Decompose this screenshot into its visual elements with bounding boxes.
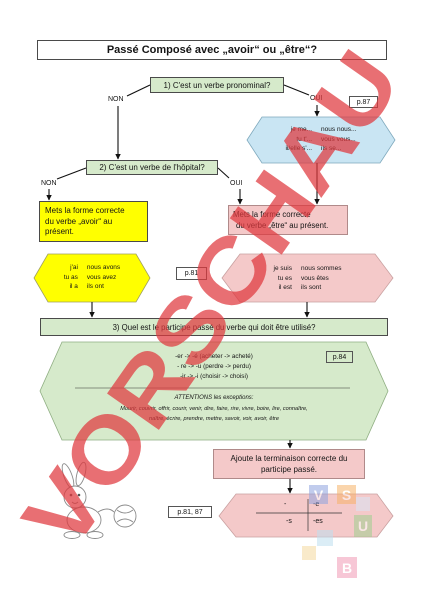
- connector-q1-no: [126, 84, 151, 97]
- conjugation-cell: nous avons: [86, 264, 121, 271]
- conjugation-cell: il est: [278, 284, 292, 291]
- instruction-line: participe passé.: [260, 465, 318, 474]
- pronoun-cell: tu t'...: [296, 135, 313, 143]
- participle-rules-hexagon: [39, 341, 389, 441]
- publisher-logo: V S U B: [298, 483, 374, 581]
- question-participle-box: 3) Quel est le participe passé du verbe …: [40, 318, 388, 336]
- instruction-line: présent.: [45, 227, 74, 236]
- connector-q1-yes: [283, 84, 310, 96]
- rabbit-illustration: [61, 461, 137, 539]
- instruction-line: du verbe „avoir“ au: [45, 216, 113, 226]
- worksheet-title: Passé Composé avec „avoir“ ou „être“?: [37, 40, 387, 60]
- conjugation-cell: tu as: [63, 273, 78, 281]
- logo-letter: B: [337, 557, 357, 578]
- question-hopital-box: 2) C'est un verbe de l'hôpital?: [86, 160, 218, 175]
- conjugation-cell: ils sont: [300, 284, 322, 291]
- avoir-forms-hexagon: [33, 253, 151, 303]
- participle-rules-list: -er -> -é (acheter -> acheté) - re -> -u…: [62, 352, 366, 382]
- etre-instruction-box: Mets la forme correcte du verbe „être“ a…: [228, 205, 348, 235]
- etre-conjugation-table: je suis nous sommes tu es vous êtes il e…: [222, 264, 393, 293]
- ending-masc-plur: -s: [286, 518, 292, 525]
- logo-letter: U: [354, 515, 372, 537]
- page-ref-p81-87: p.81, 87: [168, 506, 212, 518]
- agreement-instruction-box: Ajoute la terminaison correcte du partic…: [213, 449, 365, 479]
- logo-tile: [356, 497, 370, 511]
- conjugation-cell: vous êtes: [300, 274, 329, 282]
- question-pronominal-box: 1) C'est un verbe pronominal?: [150, 77, 284, 93]
- exceptions-line: naître, écrire, prendre, mettre, savoir,…: [149, 416, 279, 422]
- logo-tile: [317, 530, 333, 546]
- avoir-instruction-box: Mets la forme correcte du verbe „avoir“ …: [39, 201, 148, 242]
- page-ref-p81: p.81: [176, 267, 207, 280]
- instruction-line: Ajoute la terminaison correcte du: [230, 454, 348, 463]
- pronoun-cell: nous nous...: [321, 126, 357, 133]
- connector-q2-no: [56, 167, 87, 180]
- ending-masc-sing: -: [284, 501, 287, 508]
- conjugation-cell: j'ai: [70, 264, 78, 271]
- conjugation-cell: nous sommes: [300, 265, 342, 272]
- instruction-line: du verbe „être“ au présent.: [236, 221, 329, 230]
- connector-q2-yes: [217, 167, 230, 179]
- conjugation-cell: il a: [69, 283, 78, 290]
- conjugation-cell: je suis: [273, 265, 292, 272]
- pronoun-cell: je me...: [290, 126, 313, 133]
- participle-rule: -ir -> -i (choisir -> choisi): [180, 373, 248, 380]
- reflexive-pronouns-table: je me... nous nous... tu t'... vous vous…: [247, 125, 395, 154]
- conjugation-cell: tu es: [277, 274, 292, 282]
- page-ref-p87: p.87: [349, 96, 378, 108]
- etre-forms-hexagon: [221, 253, 394, 303]
- q2-no-label: NON: [41, 180, 57, 187]
- participle-rule: -er -> -é (acheter -> acheté): [175, 353, 253, 360]
- logo-tile: [302, 546, 316, 560]
- conjugation-cell: vous avez: [86, 273, 117, 281]
- ending-fem-sing: -e: [313, 501, 320, 508]
- logo-letter: V: [309, 485, 328, 504]
- page-ref-p84: p.84: [326, 351, 353, 363]
- reflexive-pronouns-hexagon: [246, 116, 396, 164]
- pronoun-cell: vous vous...: [321, 135, 356, 143]
- instruction-line: Mets la forme correcte: [45, 206, 125, 215]
- exceptions-line: Mourir, couvrir, offrir, courir, venir, …: [120, 406, 308, 412]
- pronoun-cell: il/elle s'...: [285, 145, 313, 152]
- pronoun-cell: ils se...: [321, 145, 342, 152]
- participle-rule: - re -> -u (perdre -> perdu): [177, 363, 251, 370]
- logo-letter: S: [337, 485, 356, 504]
- avoir-conjugation-table: j'ai nous avons tu as vous avez il a ils…: [34, 263, 150, 292]
- q1-no-label: NON: [108, 96, 124, 103]
- exceptions-heading: ATTENTIONS les exceptions:: [174, 395, 254, 401]
- q1-yes-label: OUI: [310, 95, 323, 102]
- instruction-line: Mets la forme correcte: [233, 210, 311, 219]
- q2-yes-label: OUI: [230, 180, 243, 187]
- endings-hexagon: [218, 493, 394, 538]
- ending-fem-plur: -es: [313, 518, 323, 525]
- conjugation-cell: ils ont: [86, 283, 104, 290]
